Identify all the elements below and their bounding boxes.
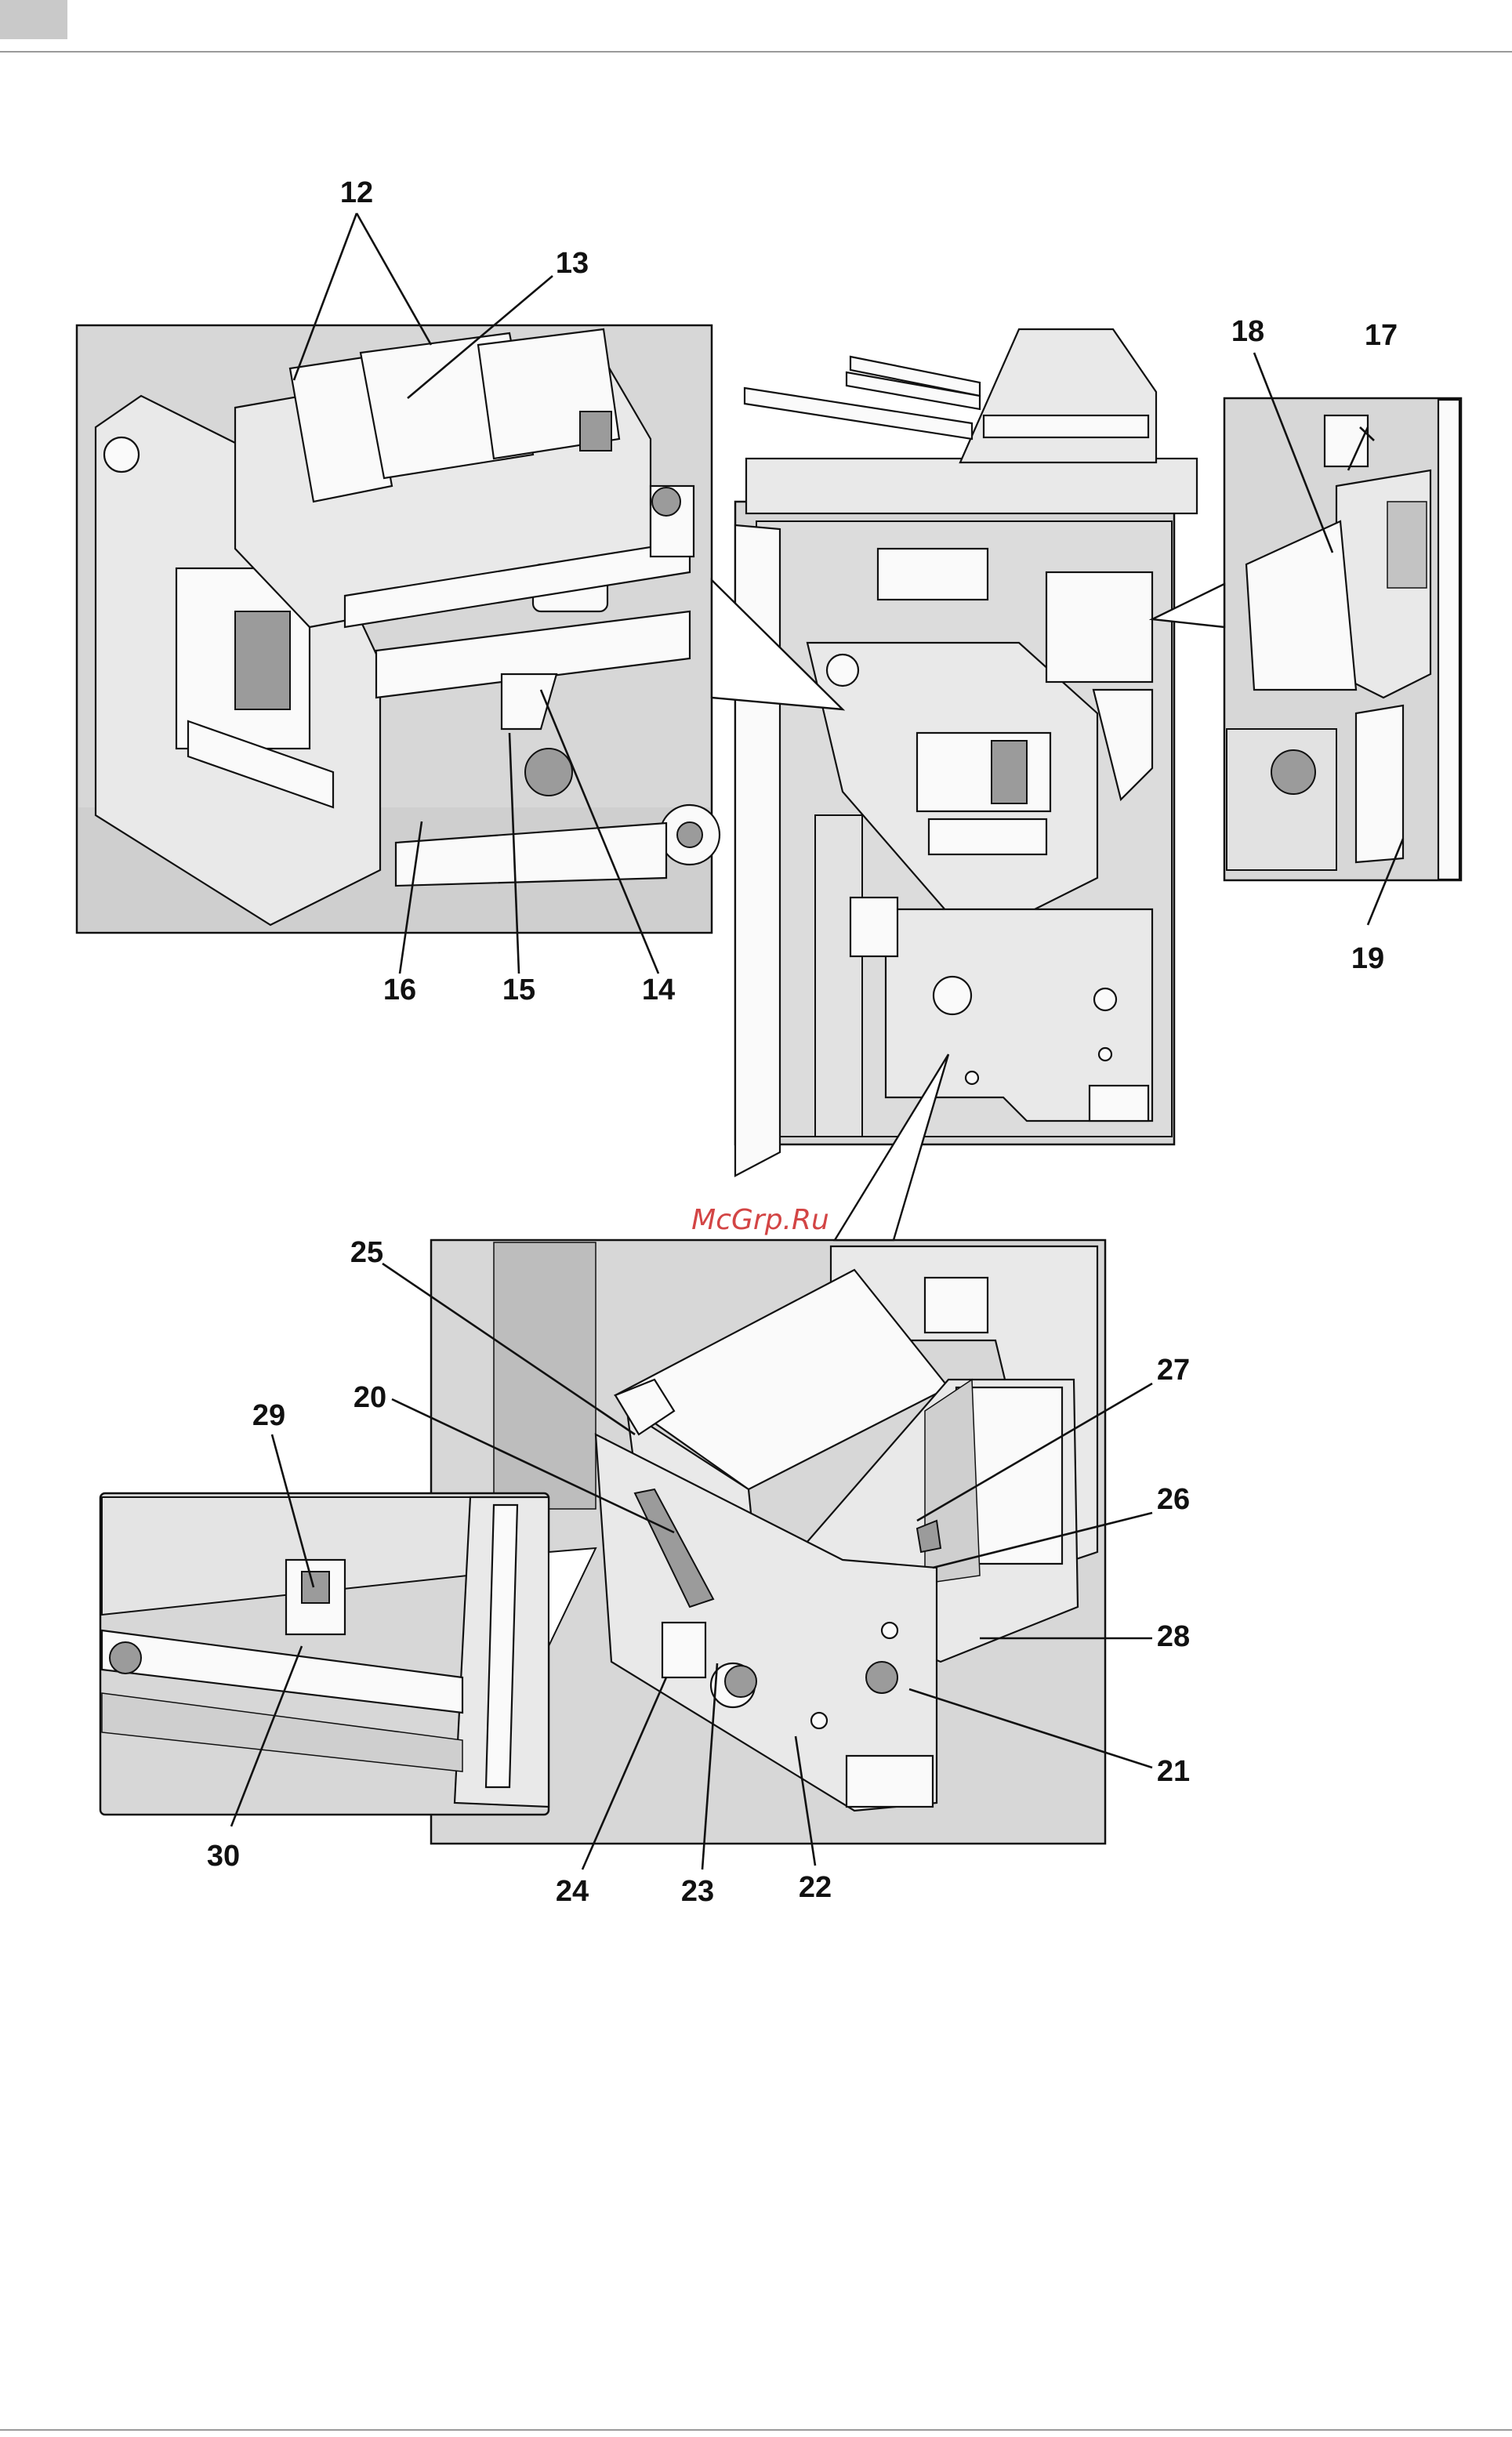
callout-28: 28 [1157,1620,1190,1653]
callout-23: 23 [681,1875,714,1908]
finisher-main-unit [735,329,1197,1176]
inset-stapler-cartridge [1224,398,1461,880]
callout-16: 16 [383,974,416,1006]
callout-26: 26 [1157,1483,1190,1516]
inset-lower-left [100,1493,549,1815]
callout-24: 24 [556,1875,589,1908]
callout-12: 12 [340,176,373,209]
callout-29: 29 [252,1399,285,1432]
callout-14: 14 [642,974,675,1006]
callout-17: 17 [1365,319,1398,352]
inset-saddle-stitcher [77,325,720,933]
callout-19: 19 [1351,942,1384,975]
callout-27: 27 [1157,1354,1190,1387]
callout-18: 18 [1231,315,1264,348]
callout-22: 22 [799,1871,832,1904]
callout-15: 15 [502,974,535,1006]
callout-13: 13 [556,247,589,280]
callout-25: 25 [350,1236,383,1269]
callout-20: 20 [354,1381,386,1414]
callout-30: 30 [207,1840,240,1873]
watermark: McGrp.Ru [691,1204,829,1236]
callout-21: 21 [1157,1755,1190,1788]
